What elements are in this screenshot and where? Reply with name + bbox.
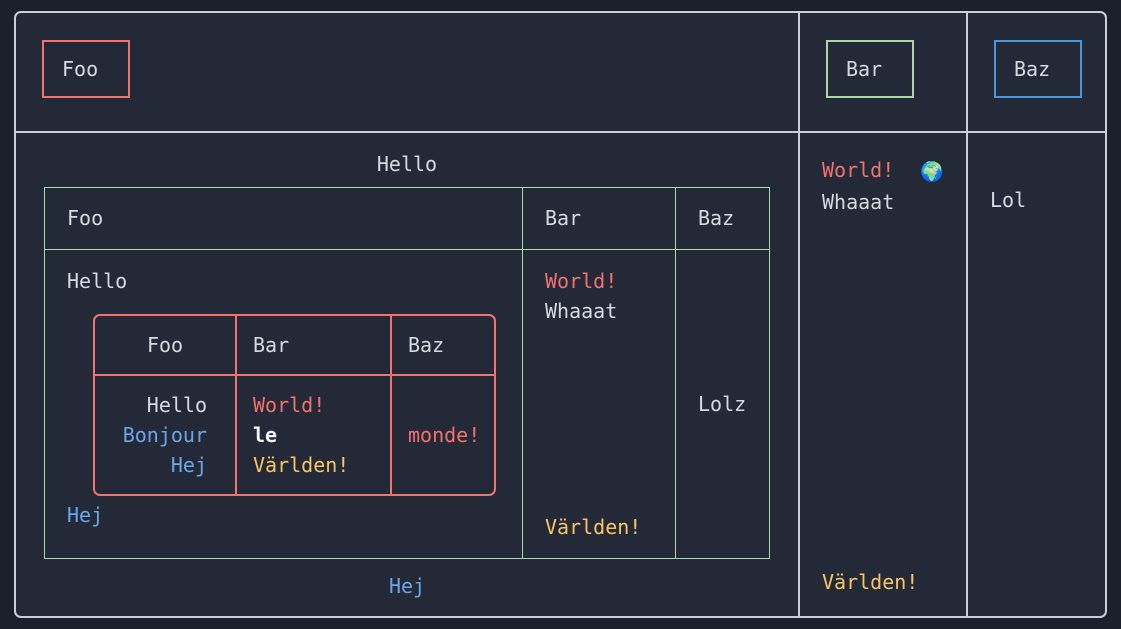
world-line-1: World! 🌍	[822, 155, 966, 187]
inner-cell-foo: Hello Bonjour Hej	[95, 376, 237, 494]
baz-chip[interactable]: Baz	[994, 40, 1082, 98]
inner-cell-baz: monde!	[392, 376, 494, 494]
bar-chip[interactable]: Bar	[826, 40, 914, 98]
inner-table-host: Foo Bar Baz Hello Bonjour	[67, 296, 522, 500]
middle-bar-line-world: World!	[545, 269, 618, 293]
world-bottom-varlden: Världen!	[822, 570, 919, 594]
middle-header-baz: Baz	[675, 187, 770, 250]
header-cell-bar: Bar	[800, 13, 968, 133]
inner-foo-line-bonjour: Bonjour	[122, 423, 207, 447]
inner-header-foo: Foo	[95, 316, 237, 376]
inner-bar-line-world: World!	[253, 393, 326, 417]
middle-cell-bar: World! Whaaat Världen!	[522, 249, 676, 559]
inner-header-bar: Bar	[237, 316, 392, 376]
globe-icon: 🌍	[920, 161, 944, 183]
foo-chip[interactable]: Foo	[42, 40, 130, 98]
middle-cell-foo-label: Hello	[67, 269, 128, 293]
world-block: World! 🌍 Whaaat	[800, 133, 966, 217]
inner-table-body-row: Hello Bonjour Hej World! le Världe	[95, 376, 494, 494]
inner-table: Foo Bar Baz Hello Bonjour	[93, 314, 496, 496]
world-label: World!	[822, 158, 895, 182]
body-cell-lol: Lol	[968, 133, 1105, 616]
middle-bar-line-whaaat: Whaaat	[545, 299, 618, 323]
inner-bar-line-varlden: Världen!	[253, 453, 350, 477]
outer-grid: Foo Bar Baz Hello Foo Bar Baz	[16, 13, 1105, 616]
inner-foo-line-hej: Hej	[170, 453, 207, 477]
middle-cell-foo-bottom: Hej	[67, 503, 104, 527]
middle-table-caption-bottom: Hej	[388, 574, 426, 598]
middle-cell-foo: Hello Foo Bar Baz	[44, 249, 523, 559]
inner-baz-value: monde!	[408, 423, 481, 447]
body-cell-world: World! 🌍 Whaaat Världen!	[800, 133, 968, 616]
middle-header-bar: Bar	[522, 187, 676, 250]
inner-bar-line-le: le	[253, 423, 278, 447]
middle-table-header-row: Foo Bar Baz	[44, 187, 770, 250]
inner-cell-bar: World! le Världen!	[237, 376, 392, 494]
middle-bar-bottom-varlden: Världen!	[545, 515, 642, 539]
outer-frame: Foo Bar Baz Hello Foo Bar Baz	[14, 11, 1107, 618]
inner-header-baz: Baz	[392, 316, 494, 376]
inner-foo-line-hello: Hello	[146, 393, 207, 417]
middle-cell-baz: Lolz	[675, 249, 770, 559]
header-cell-baz: Baz	[968, 13, 1105, 133]
middle-table-caption-top: Hello	[376, 152, 438, 176]
body-cell-nested-table: Hello Foo Bar Baz Hello	[16, 133, 800, 616]
inner-table-header-row: Foo Bar Baz	[95, 316, 494, 376]
world-line-2: Whaaat	[822, 190, 895, 214]
lol-value: Lol	[990, 188, 1027, 212]
middle-header-foo: Foo	[44, 187, 523, 250]
header-cell-foo: Foo	[16, 13, 800, 133]
middle-table: Foo Bar Baz Hello	[44, 187, 770, 559]
middle-table-body-row: Hello Foo Bar Baz	[44, 249, 770, 559]
